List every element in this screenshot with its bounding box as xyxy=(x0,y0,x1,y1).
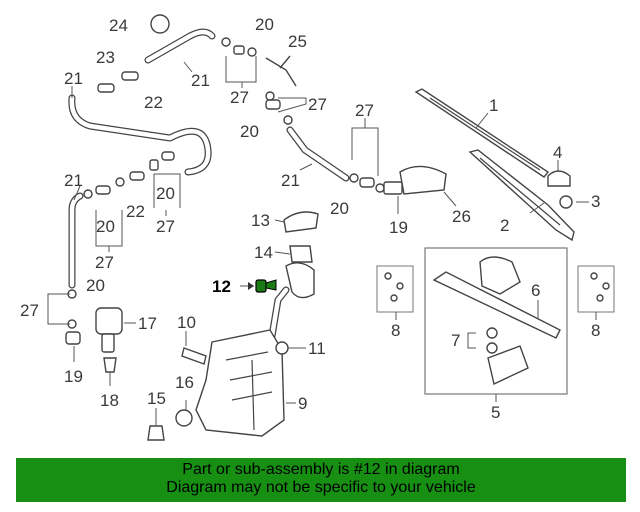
callout-24: 24 xyxy=(109,16,128,35)
callout-19-left: 19 xyxy=(64,367,83,386)
callout-8-right: 8 xyxy=(591,321,600,340)
nut-part xyxy=(559,195,573,209)
callout-27-f: 27 xyxy=(20,301,39,320)
callout-21-d: 21 xyxy=(281,171,300,190)
seal-16-part xyxy=(175,409,193,427)
bolt-10-part xyxy=(181,347,207,365)
callout-21-b: 21 xyxy=(191,71,210,90)
wiper-arm-part xyxy=(468,149,575,242)
callout-26: 26 xyxy=(452,207,471,226)
callout-20-c: 20 xyxy=(330,199,349,218)
plug-part xyxy=(65,331,81,345)
callout-3: 3 xyxy=(591,192,600,211)
callout-8-left: 8 xyxy=(391,321,400,340)
callout-11: 11 xyxy=(308,339,326,358)
washer-reservoir-part xyxy=(195,329,285,437)
callout-23: 23 xyxy=(96,48,115,67)
callout-21-c: 21 xyxy=(64,171,83,190)
filler-cap-part xyxy=(289,245,313,263)
banner-line-2: Diagram may not be specific to your vehi… xyxy=(166,479,476,496)
connectors-group xyxy=(67,14,385,329)
callout-20-f: 20 xyxy=(86,276,105,295)
callout-12: 12 xyxy=(212,277,231,296)
connector-19-part xyxy=(383,181,403,195)
bracket-8-right xyxy=(577,265,615,313)
callout-4: 4 xyxy=(553,143,562,162)
callout-10: 10 xyxy=(177,313,196,332)
callout-20-b: 20 xyxy=(240,122,259,141)
callout-20-d: 20 xyxy=(156,184,175,203)
callout-1: 1 xyxy=(489,96,498,115)
wiper-linkage-part xyxy=(432,256,561,386)
grommet-part xyxy=(103,357,117,373)
cap-part xyxy=(547,170,571,187)
bracket-8-left xyxy=(376,265,414,313)
callout-15: 15 xyxy=(147,389,166,408)
callout-21-a: 21 xyxy=(64,69,83,88)
callout-27-b: 27 xyxy=(308,95,327,114)
callout-22-b: 22 xyxy=(126,202,145,221)
info-banner: Part or sub-assembly is #12 in diagram D… xyxy=(16,458,626,502)
washer-nozzle-cover-part xyxy=(283,211,319,233)
callout-27-d: 27 xyxy=(156,217,175,236)
clip-11-part xyxy=(275,341,289,355)
callout-27-a: 27 xyxy=(230,88,249,107)
callout-6: 6 xyxy=(531,281,540,300)
callout-25: 25 xyxy=(288,32,307,51)
callout-17: 17 xyxy=(138,314,157,333)
callout-16: 16 xyxy=(175,373,194,392)
callout-27-c: 27 xyxy=(355,101,374,120)
level-sensor-part xyxy=(147,425,165,441)
callout-22-a: 22 xyxy=(144,93,163,112)
callout-19-right: 19 xyxy=(389,218,408,237)
washer-pump-part xyxy=(95,307,123,353)
callout-13: 13 xyxy=(251,211,270,230)
callout-27-e: 27 xyxy=(95,253,114,272)
callout-20-e: 20 xyxy=(96,217,115,236)
callout-18: 18 xyxy=(100,391,119,410)
linkage-housing-part xyxy=(399,165,447,195)
bolt-12-highlighted xyxy=(240,279,277,293)
banner-line-1: Part or sub-assembly is #12 in diagram xyxy=(182,461,460,478)
callout-14: 14 xyxy=(254,243,273,262)
callout-5: 5 xyxy=(491,403,500,422)
wiper-blade-part xyxy=(414,88,550,178)
callout-20-a: 20 xyxy=(255,15,274,34)
callout-9: 9 xyxy=(298,394,307,413)
callout-2: 2 xyxy=(500,216,509,235)
callout-7: 7 xyxy=(451,331,460,350)
